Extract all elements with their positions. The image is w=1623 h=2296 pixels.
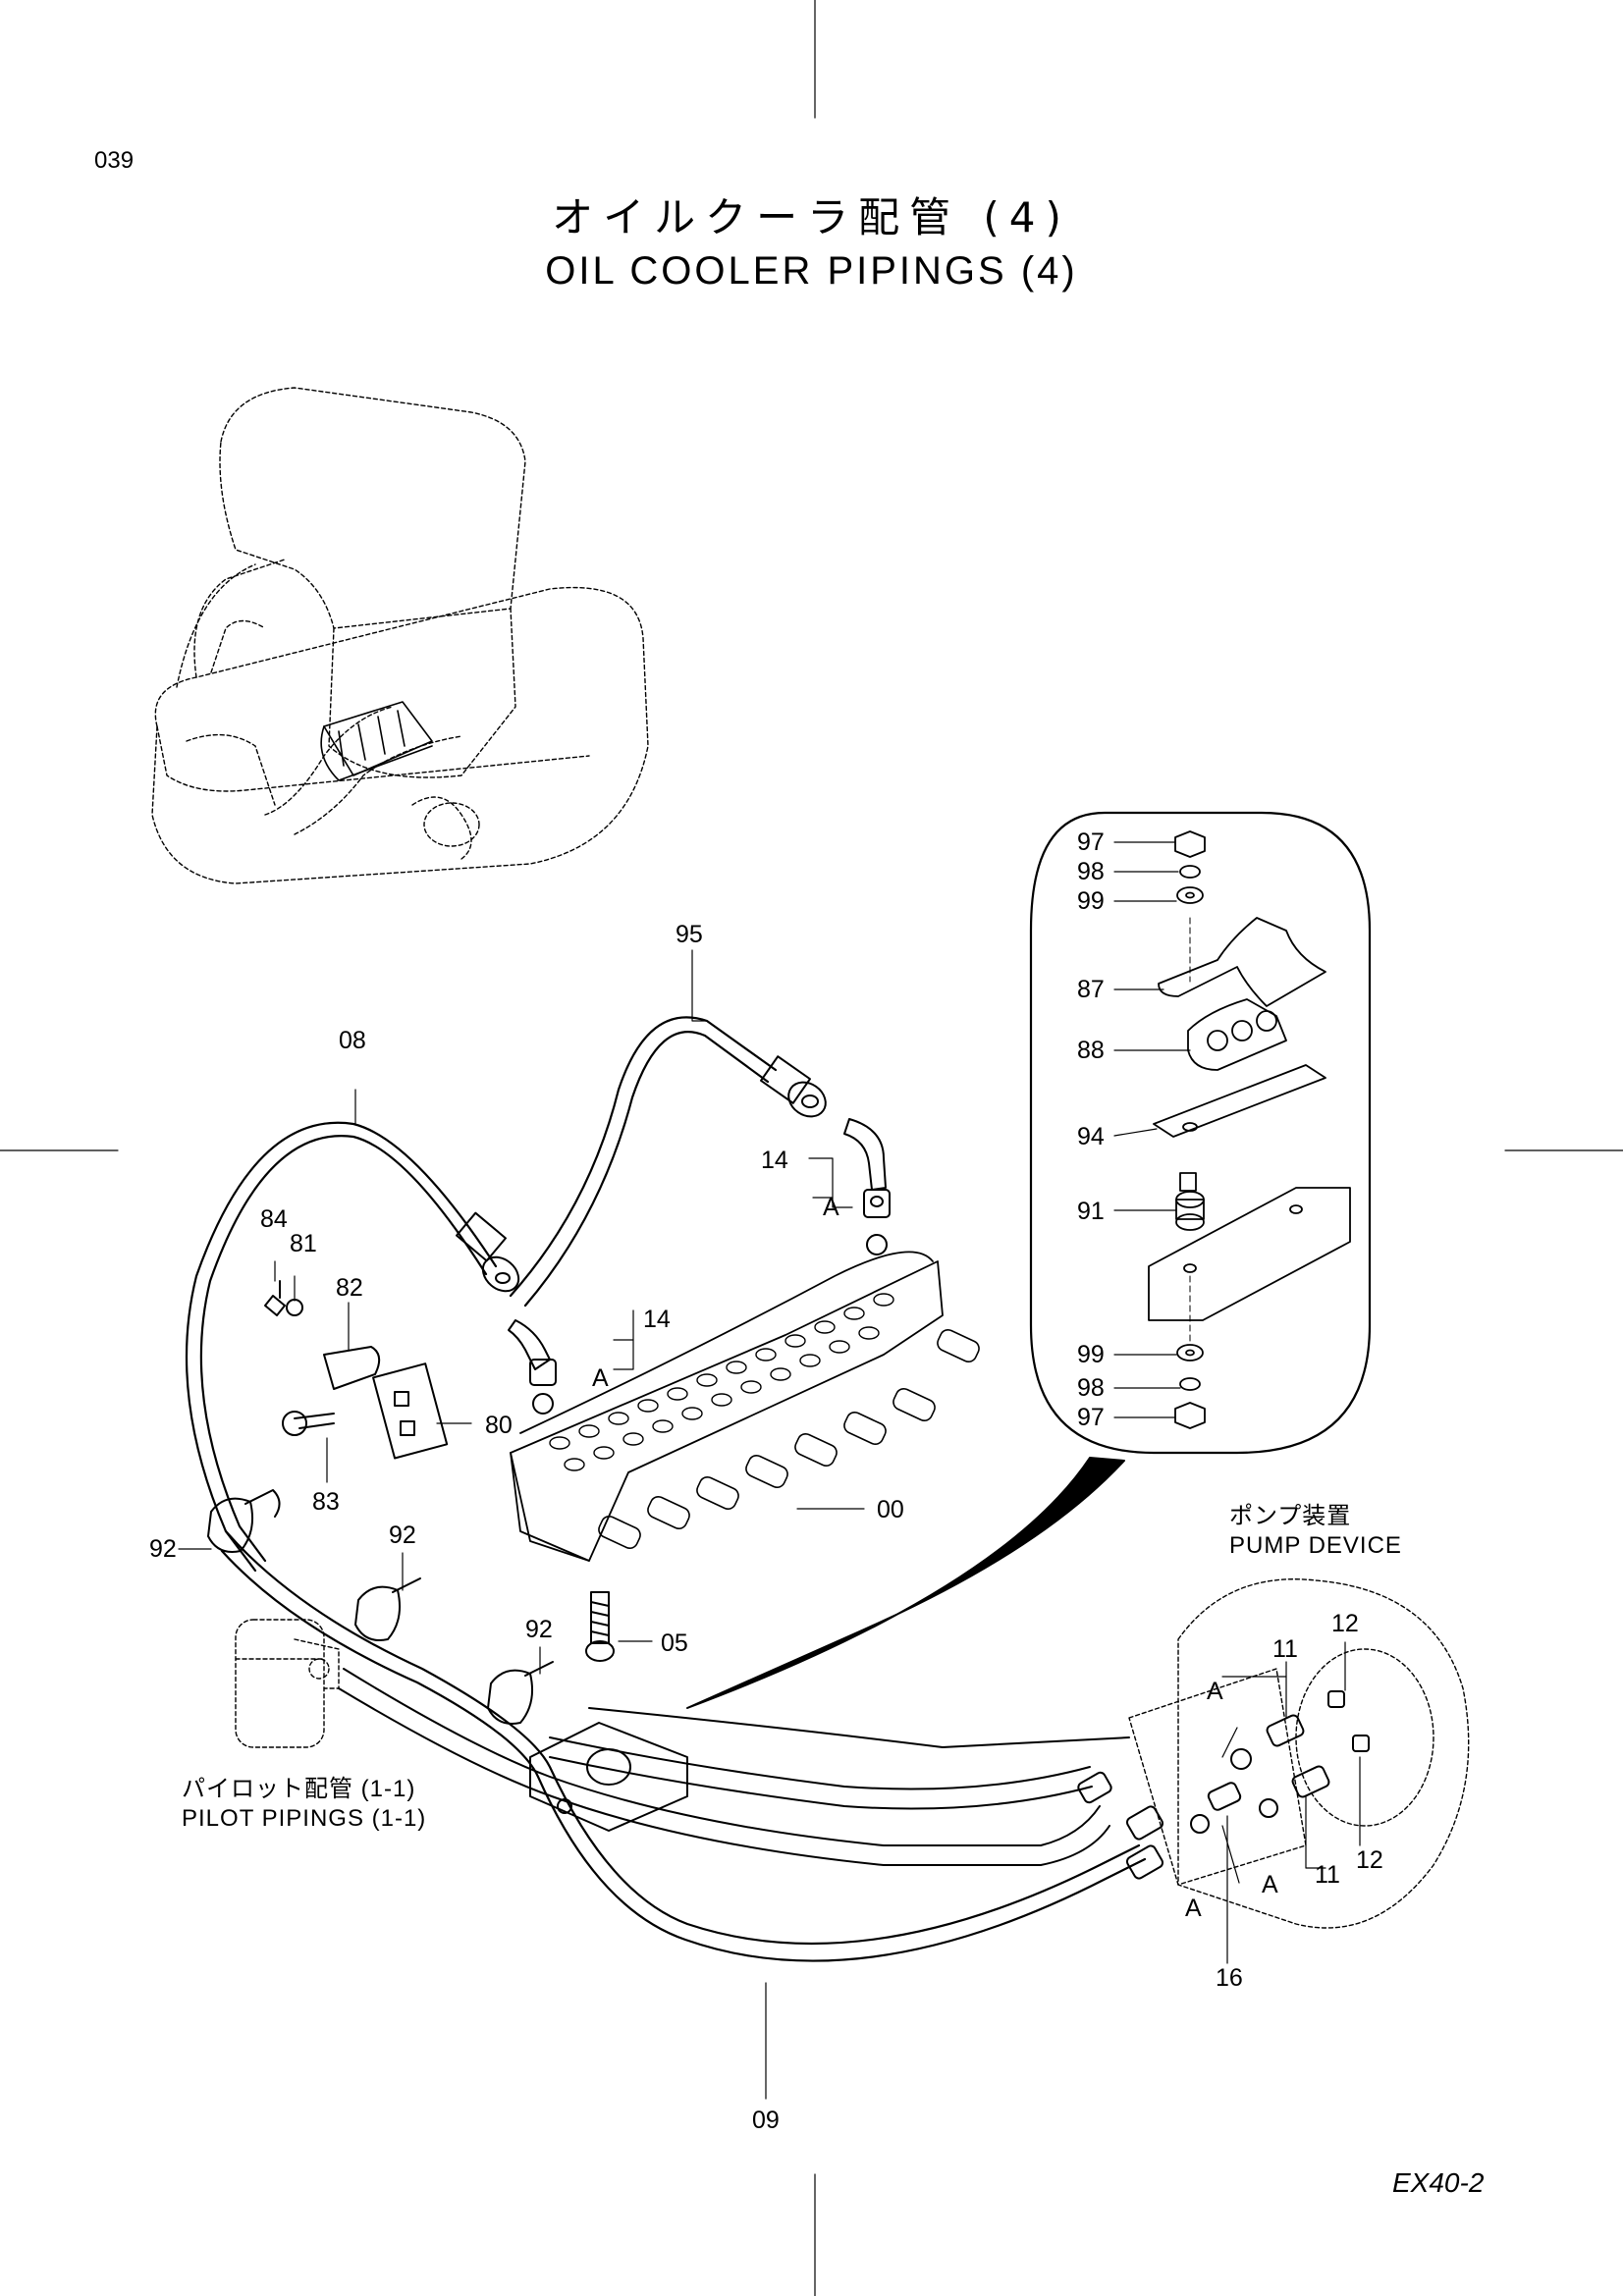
pilot-filter xyxy=(235,1619,340,1748)
callout-82: 82 xyxy=(336,1274,363,1302)
callout-84: 84 xyxy=(260,1205,288,1233)
callout-a-pump-upper: A xyxy=(1207,1678,1223,1705)
callout-99-top: 99 xyxy=(1077,887,1105,915)
callout-92-lower: 92 xyxy=(525,1616,553,1643)
hose-clamp-92-middle xyxy=(354,1577,421,1641)
callout-05: 05 xyxy=(661,1629,688,1657)
callout-92-middle: 92 xyxy=(389,1522,416,1549)
support-bracket xyxy=(529,1722,688,1832)
callout-88: 88 xyxy=(1077,1037,1105,1064)
pilot-pipings-label-jp: パイロット配管 (1-1) xyxy=(182,1776,416,1802)
hose-clamp-92-left xyxy=(207,1489,281,1553)
pilot-pipings-note: パイロット配管 (1-1) PILOT PIPINGS (1-1) xyxy=(182,1775,426,1834)
callout-a-upper: A xyxy=(823,1194,839,1221)
model-code: EX40-2 xyxy=(1392,2167,1485,2198)
callout-14-lower: 14 xyxy=(643,1306,671,1333)
callout-16: 16 xyxy=(1216,1964,1243,1992)
valve-port-grid xyxy=(549,1293,894,1471)
callout-95: 95 xyxy=(676,921,703,948)
callout-a-lower: A xyxy=(592,1364,609,1392)
page-number: 039 xyxy=(94,147,135,174)
elbow-fitting-14-upper xyxy=(843,1118,891,1218)
hose-ends-lower-right xyxy=(1077,1771,1164,1880)
title-japanese: オイルクーラ配管 (4) xyxy=(552,193,1071,241)
control-valve-00 xyxy=(510,1251,980,1562)
callout-97-top: 97 xyxy=(1077,828,1105,856)
pump-device-label-en: PUMP DEVICE xyxy=(1229,1532,1402,1559)
callout-83: 83 xyxy=(312,1488,340,1516)
callout-94: 94 xyxy=(1077,1123,1105,1150)
callout-12-lower: 12 xyxy=(1356,1846,1383,1874)
bolt-05 xyxy=(585,1591,615,1662)
callout-92-left: 92 xyxy=(149,1535,177,1563)
callout-08: 08 xyxy=(339,1027,366,1054)
hose-clamp-92-lower xyxy=(487,1661,554,1725)
detail-inset xyxy=(686,811,1372,1709)
valve-spools xyxy=(598,1328,980,1550)
callout-labels: 95 08 14 A 14 A 84 81 82 80 83 00 92 92 … xyxy=(149,828,1383,2134)
clamp-assembly xyxy=(264,1280,449,1460)
elbow-fitting-14-lower xyxy=(508,1319,557,1386)
hose-08 xyxy=(185,1121,520,1573)
callout-14-upper: 14 xyxy=(761,1147,788,1174)
callout-98-top: 98 xyxy=(1077,858,1105,885)
inset-parts xyxy=(1148,830,1351,1429)
pump-device-note: ポンプ装置 PUMP DEVICE xyxy=(1229,1502,1402,1561)
callout-11-lower: 11 xyxy=(1315,1861,1340,1889)
pump-device-label-jp: ポンプ装置 xyxy=(1229,1503,1352,1529)
machine-overview-illustration xyxy=(151,387,649,884)
o-ring-upper xyxy=(866,1234,888,1255)
hose-09 xyxy=(220,1529,1147,1962)
callout-80: 80 xyxy=(485,1412,513,1439)
callout-87: 87 xyxy=(1077,976,1105,1003)
control-valve-overview xyxy=(320,701,433,781)
title-english: OIL COOLER PIPINGS (4) xyxy=(545,249,1078,293)
callout-97-bottom: 97 xyxy=(1077,1404,1105,1431)
callout-11-upper: 11 xyxy=(1272,1635,1298,1663)
callout-12-upper: 12 xyxy=(1331,1610,1359,1637)
callout-98-bottom: 98 xyxy=(1077,1374,1105,1402)
hose-95 xyxy=(509,1016,827,1308)
callout-00: 00 xyxy=(877,1496,904,1523)
pump-fittings xyxy=(1190,1690,1370,1834)
callout-a-pump-lower: A xyxy=(1185,1895,1202,1922)
callout-91: 91 xyxy=(1077,1198,1105,1225)
pump-device xyxy=(1128,1578,1470,1929)
leader-lines xyxy=(178,841,1361,2100)
callout-81: 81 xyxy=(290,1230,317,1257)
callout-99-bottom: 99 xyxy=(1077,1341,1105,1368)
pilot-pipe-bundle xyxy=(338,1668,1130,1866)
callout-a-pump-middle: A xyxy=(1262,1871,1278,1898)
callout-09: 09 xyxy=(752,2107,780,2134)
o-ring-lower xyxy=(532,1393,554,1415)
pilot-pipings-label-en: PILOT PIPINGS (1-1) xyxy=(182,1805,427,1832)
